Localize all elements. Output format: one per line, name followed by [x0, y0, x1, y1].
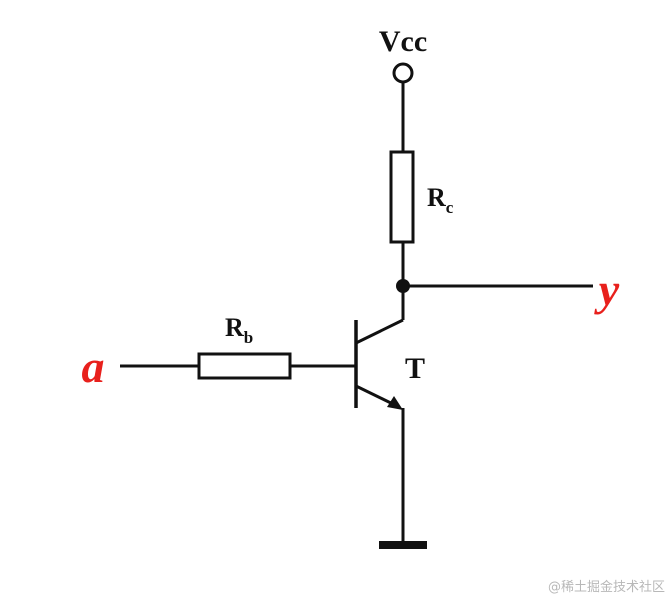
resistor-rb [197, 352, 292, 380]
ground-icon [379, 541, 427, 549]
emitter-arrow-icon [387, 396, 403, 410]
vcc-terminal [392, 62, 414, 84]
rb-label-main: R [225, 313, 244, 342]
transistor-collector [355, 318, 404, 345]
rc-label-main: R [427, 183, 446, 212]
output-label-y: y [594, 264, 620, 315]
resistor-rc [389, 150, 415, 244]
rc-label: Rc [427, 183, 454, 217]
rc-label-sub: c [446, 198, 454, 217]
rb-label-sub: b [244, 328, 253, 347]
watermark-text: @稀土掘金技术社区 [547, 580, 665, 595]
input-label-a: a [82, 341, 105, 392]
vcc-label: Vcc [379, 25, 427, 58]
transistor-label: T [405, 352, 425, 385]
rb-label: Rb [225, 313, 253, 347]
